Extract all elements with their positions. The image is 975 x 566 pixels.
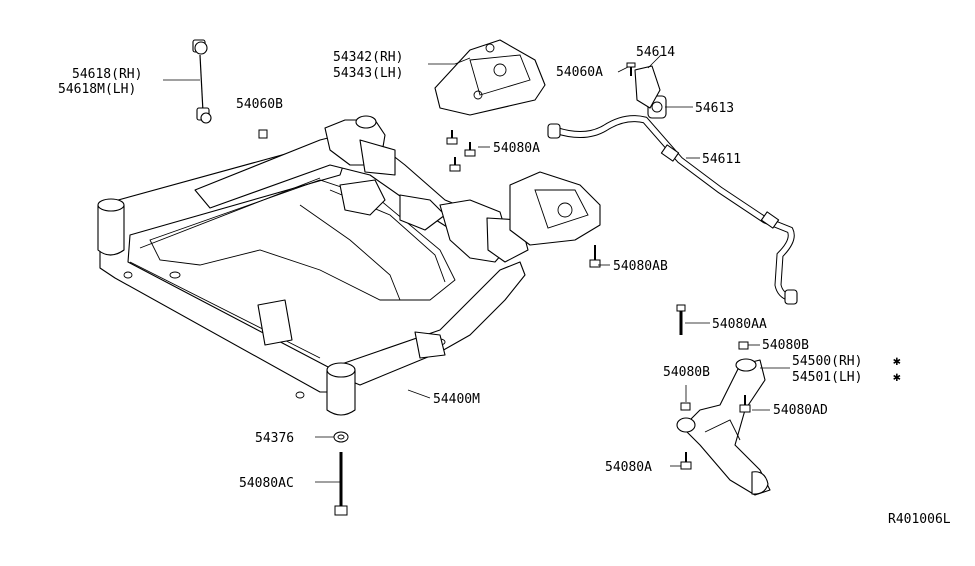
bolt-54080ab[interactable] [589,245,601,268]
label-54342-rh: 54342(RH) [333,50,403,65]
label-54614: 54614 [636,45,675,60]
asterisk-54500: ✱ [893,354,901,369]
nut-54080b-right[interactable] [738,341,749,350]
asterisk-54501: ✱ [893,370,901,385]
transverse-link[interactable] [676,358,771,496]
washer-54376[interactable] [333,431,349,443]
bolt-54080ad[interactable] [739,395,751,413]
label-54500-rh: 54500(RH) [792,354,862,369]
bolt-54060a[interactable] [626,62,636,76]
gusset-plate-lower[interactable] [509,171,601,246]
label-54060b: 54060B [236,97,283,112]
front-suspension-member[interactable] [97,115,529,416]
label-54400m: 54400M [433,392,480,407]
label-54618m-lh: 54618M(LH) [58,82,136,97]
connecting-rod[interactable] [192,39,212,124]
label-54060a: 54060A [556,65,603,80]
diagram-code: R401006L [888,512,951,527]
label-54611: 54611 [702,152,741,167]
label-54080ad: 54080AD [773,403,828,418]
gusset-plate-upper[interactable] [434,39,546,116]
stabilizer-bar[interactable] [547,115,798,305]
leader-lines [163,54,790,483]
label-54080b-right: 54080B [762,338,809,353]
nut-54080b-left[interactable] [680,402,691,411]
label-54080a-bottom: 54080A [605,460,652,475]
label-54080b-left: 54080B [663,365,710,380]
label-54080ac: 54080AC [239,476,294,491]
label-54080a-top: 54080A [493,141,540,156]
nut-54060b[interactable] [258,129,268,139]
label-54376: 54376 [255,431,294,446]
bolts-54080a-top[interactable] [446,130,476,172]
bolt-54080a-bottom[interactable] [680,452,692,470]
label-54080aa: 54080AA [712,317,767,332]
label-54501-lh: 54501(LH) [792,370,862,385]
label-54613: 54613 [695,101,734,116]
label-54343-lh: 54343(LH) [333,66,403,81]
label-54080ab: 54080AB [613,259,668,274]
bolt-54080aa[interactable] [676,304,686,335]
label-54618-rh: 54618(RH) [72,67,142,82]
bolt-54080ac[interactable] [334,452,348,516]
